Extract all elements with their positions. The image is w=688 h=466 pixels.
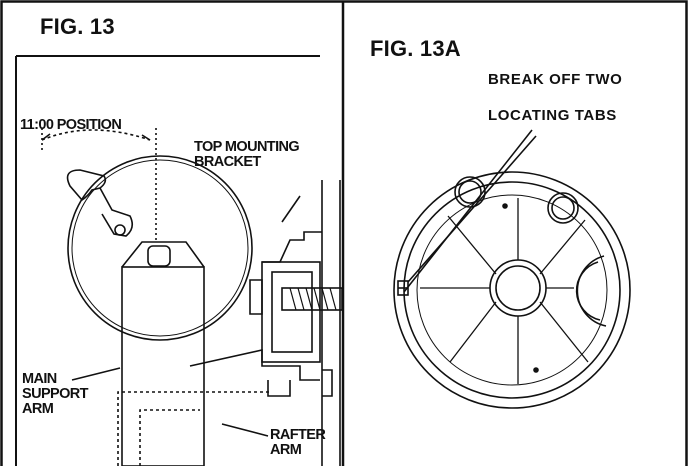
locating-tabs-label: LOCATING TABS	[488, 107, 617, 124]
rotation-plate	[67, 155, 253, 341]
rafter-arm-label: RAFTER ARM	[270, 427, 326, 459]
fig13-title: FIG. 13	[40, 14, 115, 39]
hole-right	[547, 192, 579, 224]
outer-ring	[393, 171, 631, 409]
position-label: 11:00 POSITION	[20, 117, 122, 133]
center-hub	[489, 259, 547, 317]
hole-left	[454, 176, 486, 208]
main-support-arm	[121, 266, 205, 466]
left-figure-border	[15, 55, 320, 466]
break-off-label: BREAK OFF TWO	[488, 71, 623, 88]
handle-knob	[66, 169, 107, 202]
slot	[575, 261, 601, 321]
fig13a-title: FIG. 13A	[370, 36, 461, 61]
main-support-arm-label: MAIN SUPPORT ARM	[22, 371, 89, 418]
fig13-assembly	[41, 128, 343, 466]
fig13a-plate	[393, 129, 631, 409]
top-mounting-bracket-label: TOP MOUNTING BRACKET	[194, 139, 300, 171]
